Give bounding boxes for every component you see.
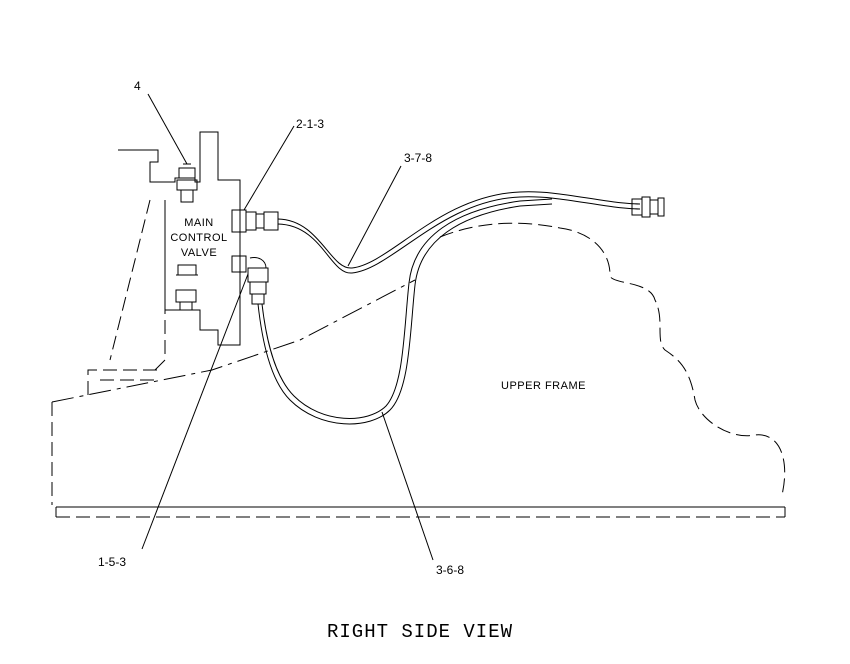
leader-lines: [141, 93, 434, 561]
hose-3-7-8: [277, 191, 665, 274]
base-rail: [55, 506, 786, 518]
callout-3-6-8: 3-6-8: [436, 563, 464, 577]
callout-3-7-8: 3-7-8: [404, 151, 432, 165]
main-control-valve: [109, 131, 279, 371]
hose-3-6-8: [257, 198, 553, 425]
valve-label-line3: VALVE: [181, 247, 217, 259]
callout-4: 4: [134, 79, 141, 93]
valve-label-line2: CONTROL: [170, 232, 227, 244]
upper-frame-label: UPPER FRAME: [501, 380, 586, 392]
view-title: RIGHT SIDE VIEW: [327, 621, 513, 643]
valve-label-line1: MAIN: [184, 217, 214, 229]
callout-1-5-3: 1-5-3: [98, 555, 126, 569]
upper-frame-outline: [51, 222, 786, 505]
callout-2-1-3: 2-1-3: [296, 117, 324, 131]
